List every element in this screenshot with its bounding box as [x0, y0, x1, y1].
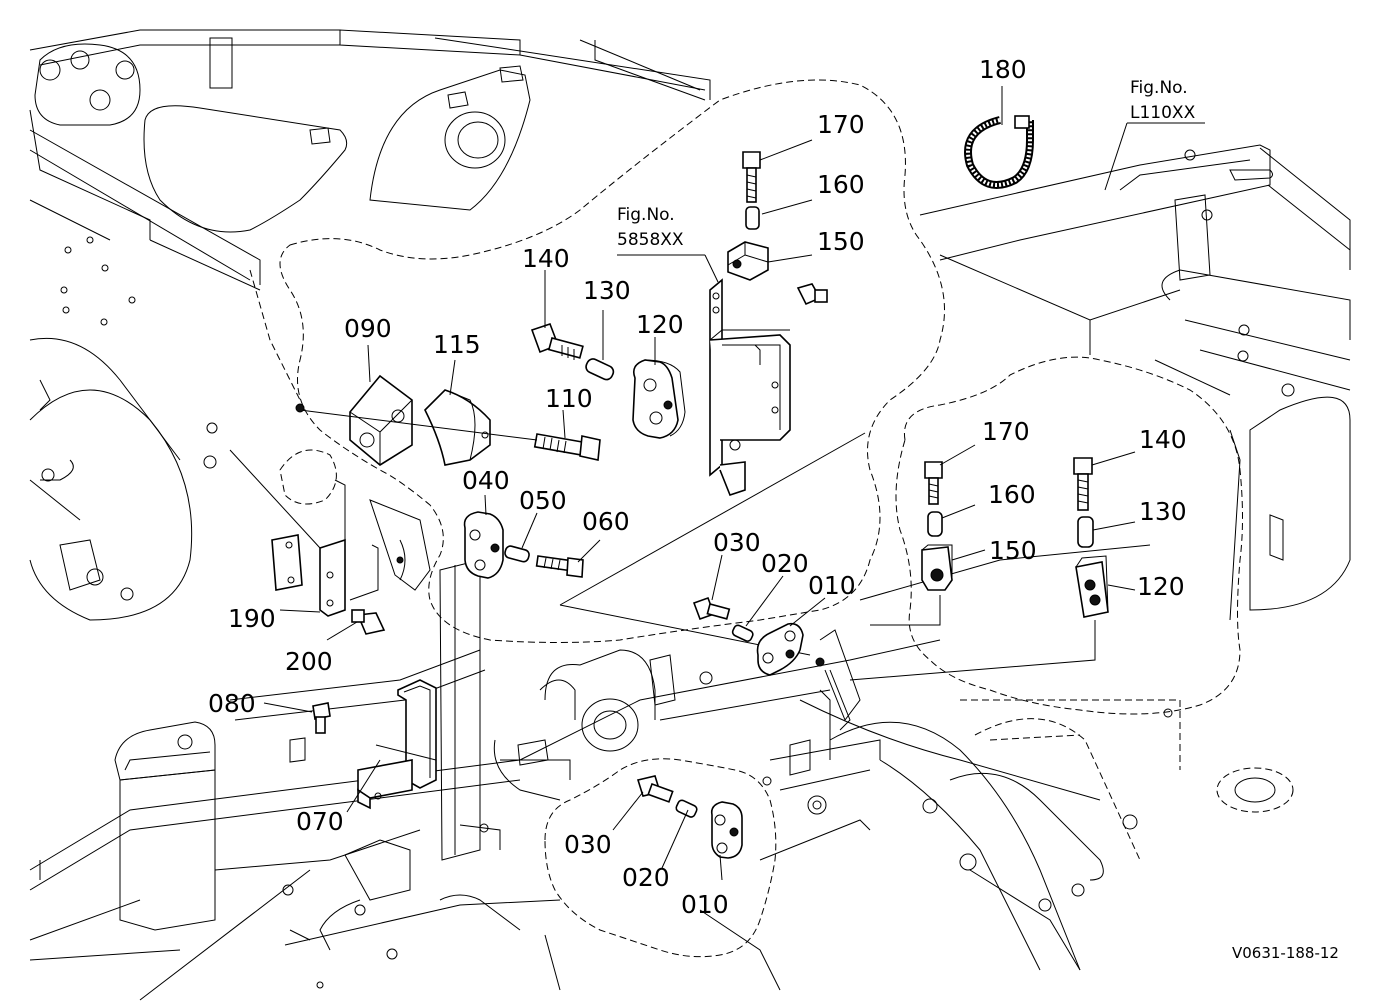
- part-050-spacer: [504, 545, 530, 563]
- figure-references: Fig.No. 5858XX Fig.No. L110XX: [617, 78, 1196, 250]
- part-110-bolt: [295, 403, 601, 461]
- callout-130-upper: 130: [583, 276, 631, 305]
- frame-structure: [29, 29, 1351, 1001]
- detail-outline-center: [279, 79, 945, 643]
- callout-020-center: 020: [761, 549, 809, 578]
- part-150-upper: [727, 241, 769, 281]
- callout-080: 080: [208, 689, 256, 718]
- center-bracket: [369, 499, 431, 591]
- callout-115: 115: [433, 330, 481, 359]
- callout-070: 070: [296, 807, 344, 836]
- part-010-lower: [710, 801, 743, 859]
- callout-150-right: 150: [989, 536, 1037, 565]
- part-160-upper: [745, 206, 760, 230]
- part-010-center: [756, 622, 804, 676]
- bracket-5858xx: [559, 278, 866, 656]
- part-080-bolt: [312, 702, 331, 734]
- callout-130-right: 130: [1139, 497, 1187, 526]
- callout-160-right: 160: [988, 480, 1036, 509]
- part-040-clamp: [463, 511, 504, 579]
- callout-150-upper: 150: [817, 227, 865, 256]
- drawing-code: V0631-188-12: [1232, 944, 1339, 962]
- part-190-bracket: [229, 449, 379, 617]
- callout-190: 190: [228, 604, 276, 633]
- part-020-lower: [675, 799, 698, 818]
- part-030-center: [692, 596, 731, 621]
- part-180-cable-tie: [964, 115, 1034, 189]
- part-170-right: [924, 461, 943, 505]
- callout-170-upper: 170: [817, 110, 865, 139]
- part-140-right: [1073, 457, 1093, 511]
- part-bolt-small: [796, 283, 828, 306]
- callout-030-center: 030: [713, 528, 761, 557]
- callout-200: 200: [285, 647, 333, 676]
- callout-010-center: 010: [808, 571, 856, 600]
- part-070-bracket: [357, 679, 437, 810]
- part-130-right: [1077, 516, 1094, 548]
- callout-120-upper: 120: [636, 310, 684, 339]
- fig-ref-l110xx-label: Fig.No.: [1130, 78, 1188, 98]
- callout-180: 180: [979, 55, 1027, 84]
- detail-outline-right: [895, 356, 1243, 715]
- callout-060: 060: [582, 507, 630, 536]
- callout-010-lower: 010: [681, 890, 729, 919]
- part-060-bolt: [535, 555, 584, 578]
- part-020-center: [731, 624, 754, 642]
- callout-140-upper: 140: [522, 244, 570, 273]
- part-030-lower: [636, 775, 674, 803]
- fig-ref-l110xx-value: L110XX: [1130, 103, 1196, 123]
- part-120-upper: [632, 359, 686, 439]
- callout-030-lower: 030: [564, 830, 612, 859]
- detail-outlines: [249, 79, 1243, 958]
- callout-160-upper: 160: [817, 170, 865, 199]
- part-160-right: [927, 511, 943, 537]
- callout-140-right: 140: [1139, 425, 1187, 454]
- right-detail-leaders: [815, 595, 1096, 722]
- part-170-upper: [742, 151, 761, 203]
- callout-020-lower: 020: [622, 863, 670, 892]
- part-140-upper: [530, 322, 584, 360]
- part-120-right: [1075, 555, 1109, 618]
- callout-050: 050: [519, 486, 567, 515]
- callout-120-right: 120: [1137, 572, 1185, 601]
- callout-090: 090: [344, 314, 392, 343]
- fig-ref-5858xx-label: Fig.No.: [617, 205, 675, 225]
- callout-170-right: 170: [982, 417, 1030, 446]
- callout-040: 040: [462, 466, 510, 495]
- part-150-right: [921, 544, 953, 591]
- callout-labels: 180 170 160 150 140 130 120 090 115 110 …: [208, 55, 1187, 919]
- leader-lines: [263, 86, 1205, 881]
- part-115-plate: [424, 389, 491, 466]
- part-130-upper: [585, 358, 615, 381]
- part-200-bolt: [351, 609, 386, 635]
- fig-ref-5858xx-value: 5858XX: [617, 230, 684, 250]
- detail-outline-lower: [544, 758, 777, 958]
- callout-110: 110: [545, 384, 593, 413]
